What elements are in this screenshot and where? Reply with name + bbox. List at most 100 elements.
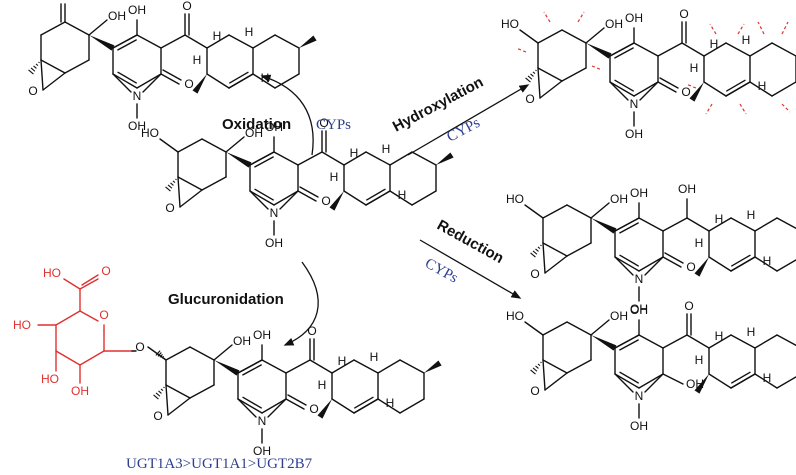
stereo-hash [530,252,536,258]
pyridone-bond [112,73,132,93]
stereo-hash [527,75,533,80]
enol-hydroxyl-label: OH [630,303,648,317]
carbonyl-bond [285,398,305,410]
stereo-hydrogen: H [690,61,699,75]
double-bond-inner [619,222,639,234]
tertiary-hydroxyl-label: OH [610,192,628,206]
pyridone-bond [136,34,162,49]
hydroxylation-enzyme-label: CYPs [444,115,483,146]
tertiary-hydroxyl-label: OH [108,9,126,23]
pyridone-bond [633,42,659,57]
stereo-wedge [591,218,617,234]
sugar-ring-bond [55,350,81,366]
hydroxyl-label: HO [506,192,524,206]
epoxide-bond [42,72,66,91]
carbonyl-bond [657,81,677,93]
epoxide-bond [544,372,568,391]
decalin-bond [399,398,425,414]
double-bond-inner [731,371,751,384]
decalin-bond [228,34,254,49]
pyridone-bond [279,190,299,210]
ring-bond [189,384,215,399]
stereo-hash [535,365,539,369]
double-bond [353,398,379,414]
carboxyl-oxygen: O [101,264,110,278]
pyridone-bond [639,81,659,101]
pyridone-bond [136,73,162,89]
decalin-bond [771,42,796,57]
double-bond [112,34,138,49]
decalin-bond [730,334,756,349]
decalin-bond [703,42,727,57]
tertiary-hydroxyl-label: OH [605,17,623,31]
decalin-bond [343,190,367,206]
double-bond [730,256,756,272]
double-bond [730,373,756,389]
decalin-bond [749,81,773,97]
double-bond-inner [117,71,137,84]
decalin-bond [776,259,796,272]
pyridone-bond [638,256,664,272]
stereo-hash [155,350,161,356]
hydroxyl-bond [590,202,610,219]
stereo-hash [35,63,39,67]
ring-bond [177,138,203,153]
sugar-hydroxyl-label: HO [13,318,31,332]
hydroxyl-bond [590,319,610,336]
carbonyl-bond [297,190,317,202]
pyridone-bond [273,151,299,166]
double-bond-inner [614,47,634,59]
stereo-wedge [591,335,617,351]
tertiary-hydroxyl-label: OH [610,309,628,323]
double-bond [112,73,138,89]
ring-bond [165,384,191,399]
ring-bond [561,29,587,44]
ring-bond [566,242,592,257]
linker-bond [309,359,333,374]
stereo-hash [525,77,531,83]
stereo-hydrogen: H [386,396,395,410]
epoxide-oxygen: O [530,384,539,398]
decalin-bond [206,34,230,49]
stereo-hash [170,182,174,186]
carbonyl-bond [160,73,180,85]
decalin-bond [411,190,437,206]
decalin-bond [331,398,355,414]
stereo-wedge [89,35,115,51]
double-bond [609,42,635,57]
decalin-bond [708,256,732,272]
n-hydroxy-label: OH [128,119,146,133]
stereo-hydrogen: H [758,79,767,93]
decalin-bond [377,359,401,374]
pyridone-bond [267,398,287,418]
decalin-bond [365,151,391,166]
stereo-hash [540,361,542,364]
stereo-hydrogen: H [382,142,391,156]
methyl-wedge [694,257,709,277]
tertiary-hydroxyl-label: OH [245,126,263,140]
pyridone-oxygen: O [686,260,695,274]
pyridone-bond [614,373,634,393]
ring-bond [542,359,568,374]
double-bond [609,81,635,97]
double-bond-inner [354,396,374,409]
ring-bond [566,359,592,374]
decalin-bond [708,217,732,232]
decalin-bond [399,359,425,374]
decalin-bond [754,373,778,389]
carboxyl-hydroxyl-label: HO [43,266,61,280]
pyridone-nitrogen: N [258,414,267,428]
pyridone-bond [142,73,162,93]
stereo-hydrogen: H [245,25,254,39]
linker-oxygen: O [182,0,191,13]
pyridone-bond [644,256,664,276]
stereo-hydrogen: H [763,371,772,385]
ring-bond [201,138,227,153]
stereo-hydrogen: H [710,37,719,51]
hydroxyl-bond [519,29,539,44]
double-bond [237,359,263,374]
double-bond-inner [614,79,634,92]
